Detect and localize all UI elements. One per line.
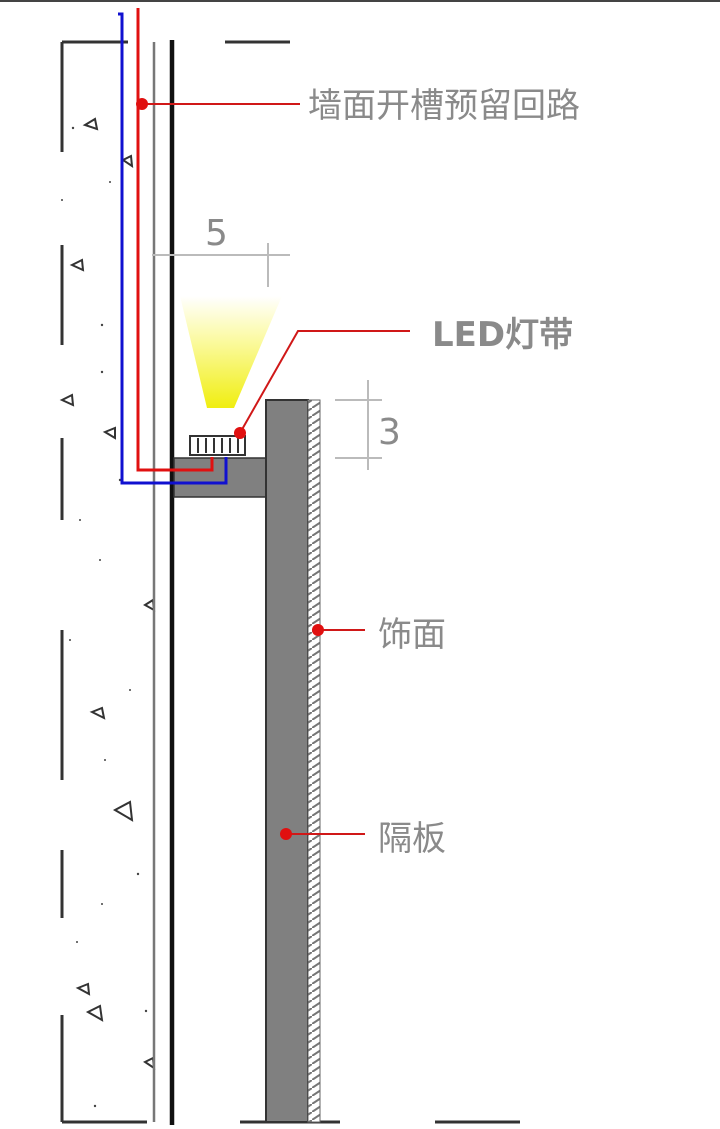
concrete-wall (60, 40, 520, 1124)
partition-board (265, 399, 309, 1123)
support-bracket (173, 457, 267, 498)
live-wire (136, 8, 214, 472)
callout-wall-circuit: 墙面开槽预留回路 (136, 86, 580, 126)
label-partition: 隔板 (378, 819, 446, 859)
callout-dot (136, 98, 148, 110)
neutral-wire (118, 12, 228, 485)
label-wall-circuit: 墙面开槽预留回路 (308, 86, 580, 126)
dimension-3-label: 3 (378, 412, 401, 453)
dimension-horizontal (152, 243, 290, 287)
light-beam (180, 296, 282, 408)
callout-finish: 饰面 (312, 615, 446, 655)
callout-dot (234, 427, 246, 439)
callout-led-strip: LED灯带 (234, 315, 573, 439)
dimension-5-label: 5 (205, 213, 228, 254)
dimension-vertical (335, 380, 382, 470)
callout-dot (280, 828, 292, 840)
concrete-aggregate-triangles (59, 117, 156, 1071)
callout-partition: 隔板 (280, 819, 446, 859)
label-led-strip: LED灯带 (432, 315, 573, 355)
callout-dot (312, 624, 324, 636)
led-strip (189, 435, 246, 456)
concrete-dots (61, 126, 148, 1108)
label-finish: 饰面 (378, 615, 446, 655)
top-border (0, 0, 720, 2)
finish-layer (307, 399, 321, 1123)
